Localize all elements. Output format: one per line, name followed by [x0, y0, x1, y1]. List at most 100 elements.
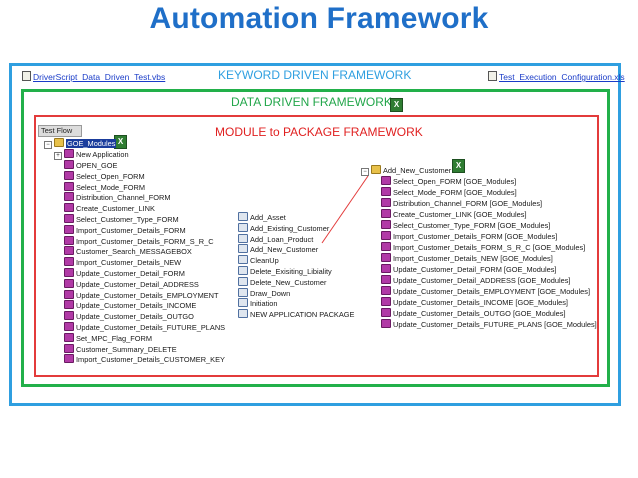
tree-item[interactable]: + New Application — [44, 149, 225, 160]
package-tree-root[interactable]: − Add_New_Customer — [361, 165, 597, 176]
module-icon — [64, 235, 74, 245]
package-tree-item[interactable]: Import_Customer_Details_FORM_S_R_C [GOE_… — [361, 242, 597, 253]
package-tree-item[interactable]: Select_Open_FORM [GOE_Modules] — [361, 176, 597, 187]
module-icon — [381, 253, 391, 262]
module-icon — [64, 343, 74, 353]
tree-item-label: Create_Customer_LINK — [76, 204, 155, 214]
driver-script-file[interactable]: DriverScript_Data_Driven_Test.vbs — [22, 71, 165, 82]
tree-item-label: Select_Mode_FORM — [76, 182, 146, 192]
package-tree-item[interactable]: Import_Customer_Details_FORM [GOE_Module… — [361, 231, 597, 242]
package-tree-item[interactable]: Update_Customer_Detail_ADDRESS [GOE_Modu… — [361, 275, 597, 286]
tree-item-label: Select_Customer_Type_FORM — [76, 214, 179, 224]
tree-item-label: Update_Customer_Details_INCOME — [76, 301, 197, 311]
tree-item-label: Import_Customer_Details_NEW — [76, 258, 182, 268]
module-icon — [381, 286, 391, 295]
package-tree-item[interactable]: Create_Customer_LINK [GOE_Modules] — [361, 209, 597, 220]
package-item[interactable]: Initiation — [238, 298, 354, 309]
tree-root[interactable]: − GOE_Modules — [44, 138, 225, 149]
package-tree-item[interactable]: Update_Customer_Details_FUTURE_PLANS [GO… — [361, 319, 597, 330]
module-icon — [381, 176, 391, 185]
module-icon — [381, 209, 391, 218]
package-item[interactable]: NEW APPLICATION PACKAGE — [238, 309, 354, 320]
package-tree-item[interactable]: Distribution_Channel_FORM [GOE_Modules] — [361, 198, 597, 209]
collapse-icon[interactable]: − — [44, 141, 52, 149]
module-icon — [64, 267, 74, 277]
package-item[interactable]: Delete_New_Customer — [238, 276, 354, 288]
package-item[interactable]: Draw_Down — [238, 287, 354, 299]
package-item-label: Delete_New_Customer — [250, 277, 327, 287]
module-icon — [64, 354, 74, 364]
module-icon — [381, 308, 391, 317]
package-icon — [238, 212, 248, 221]
tree-item[interactable]: Distribution_Channel_FORM — [44, 192, 225, 203]
package-item[interactable]: Add_Existing_Customer — [238, 222, 354, 234]
package-item[interactable]: Delete_Exisiting_Libiality — [238, 265, 354, 277]
package-tree-item-label: Update_Customer_Detail_ADDRESS [GOE_Modu… — [393, 276, 571, 285]
package-tree-item-label: Import_Customer_Details_FORM [GOE_Module… — [393, 232, 558, 241]
collapse-icon[interactable]: − — [361, 168, 369, 176]
tree-item[interactable]: Create_Customer_LINK — [44, 203, 225, 214]
tree-item[interactable]: Update_Customer_Details_OUTGO — [44, 311, 225, 322]
tree-item[interactable]: Update_Customer_Details_FUTURE_PLANS — [44, 321, 226, 333]
package-tree-item[interactable]: Update_Customer_Details_INCOME [GOE_Modu… — [361, 297, 597, 308]
tree-item[interactable]: Update_Customer_Details_EMPLOYMENT — [44, 289, 225, 301]
config-file-name: Test_Execution_Configuration.xls — [499, 72, 625, 82]
config-file[interactable]: Test_Execution_Configuration.xls — [488, 71, 625, 82]
page-title: Automation Framework — [149, 2, 489, 35]
package-tree-item-label: Update_Customer_Details_INCOME [GOE_Modu… — [393, 298, 568, 307]
package-icon — [238, 309, 248, 319]
tree-item-label: New Application — [76, 150, 129, 159]
tree-item[interactable]: Update_Customer_Detail_FORM — [44, 267, 225, 279]
tree-item[interactable]: Customer_Summary_DELETE — [44, 343, 225, 355]
tree-item[interactable]: Import_Customer_Details_NEW — [44, 257, 225, 268]
package-item[interactable]: CleanUp — [238, 255, 354, 266]
package-tree-root-label: Add_New_Customer — [383, 166, 452, 175]
package-item[interactable]: Add_New_Customer — [238, 244, 354, 255]
module-icon — [381, 242, 391, 251]
module-icon — [64, 289, 74, 299]
driver-script-name: DriverScript_Data_Driven_Test.vbs — [33, 72, 166, 82]
excel-icon: X — [114, 131, 127, 149]
package-tree-item[interactable]: Update_Customer_Detail_FORM [GOE_Modules… — [361, 264, 597, 275]
tree-root-label: GOE_Modules — [66, 139, 117, 148]
tree-item-label: Import_Customer_Details_FORM — [76, 225, 186, 235]
package-tree-item[interactable]: Select_Customer_Type_FORM [GOE_Modules] — [361, 220, 597, 231]
tree-item[interactable]: Import_Customer_Details_FORM_S_R_C — [44, 235, 225, 247]
package-tree-item[interactable]: Import_Customer_Details_NEW [GOE_Modules… — [361, 253, 597, 264]
package-item-label: Delete_Exisiting_Libiality — [250, 266, 332, 276]
package-icon — [238, 265, 248, 275]
package-tree-item-label: Update_Customer_Details_EMPLOYMENT [GOE_… — [393, 287, 591, 296]
keyword-driven-label: KEYWORD DRIVEN FRAMEWORK — [218, 68, 412, 82]
tree-item[interactable]: Select_Customer_Type_FORM — [44, 213, 225, 225]
tree-item[interactable]: Import_Customer_Details_FORM — [44, 224, 225, 236]
tree-item[interactable]: Customer_Search_MESSAGEBOX — [44, 246, 225, 257]
tree-item[interactable]: Import_Customer_Details_CUSTOMER_KEY — [44, 354, 225, 365]
package-icon — [238, 298, 248, 308]
tree-item[interactable]: Update_Customer_Detail_ADDRESS — [44, 278, 225, 290]
tree-item[interactable]: Update_Customer_Details_INCOME — [44, 300, 225, 311]
package-icon — [238, 287, 248, 297]
tree-item[interactable]: Select_Mode_FORM — [44, 181, 225, 193]
tree-item[interactable]: Set_MPC_Flag_FORM — [44, 332, 225, 344]
package-item[interactable]: Add_Asset — [238, 212, 354, 223]
package-tree-item[interactable]: Select_Mode_FORM [GOE_Modules] — [361, 187, 597, 198]
package-item-label: Add_Loan_Product — [250, 234, 314, 244]
package-item[interactable]: Add_Loan_Product — [238, 233, 354, 245]
package-tree-item[interactable]: Update_Customer_Details_EMPLOYMENT [GOE_… — [361, 286, 597, 297]
tree-item[interactable]: OPEN_GOE — [44, 160, 225, 171]
tree-item-label: Update_Customer_Details_FUTURE_PLANS — [76, 322, 226, 332]
module-icon — [381, 198, 391, 207]
package-tree-item-label: Create_Customer_LINK [GOE_Modules] — [393, 210, 527, 219]
module-icon — [64, 311, 74, 321]
expand-icon[interactable]: + — [54, 152, 62, 160]
tree-item[interactable]: Select_Open_FORM — [44, 170, 225, 182]
package-tree-item[interactable]: Update_Customer_Details_OUTGO [GOE_Modul… — [361, 308, 597, 319]
module-icon — [381, 297, 391, 306]
package-tree-items: Select_Open_FORM [GOE_Modules]Select_Mod… — [361, 176, 597, 330]
module-icon — [381, 275, 391, 284]
module-icon — [381, 264, 391, 273]
module-icon — [64, 203, 74, 213]
